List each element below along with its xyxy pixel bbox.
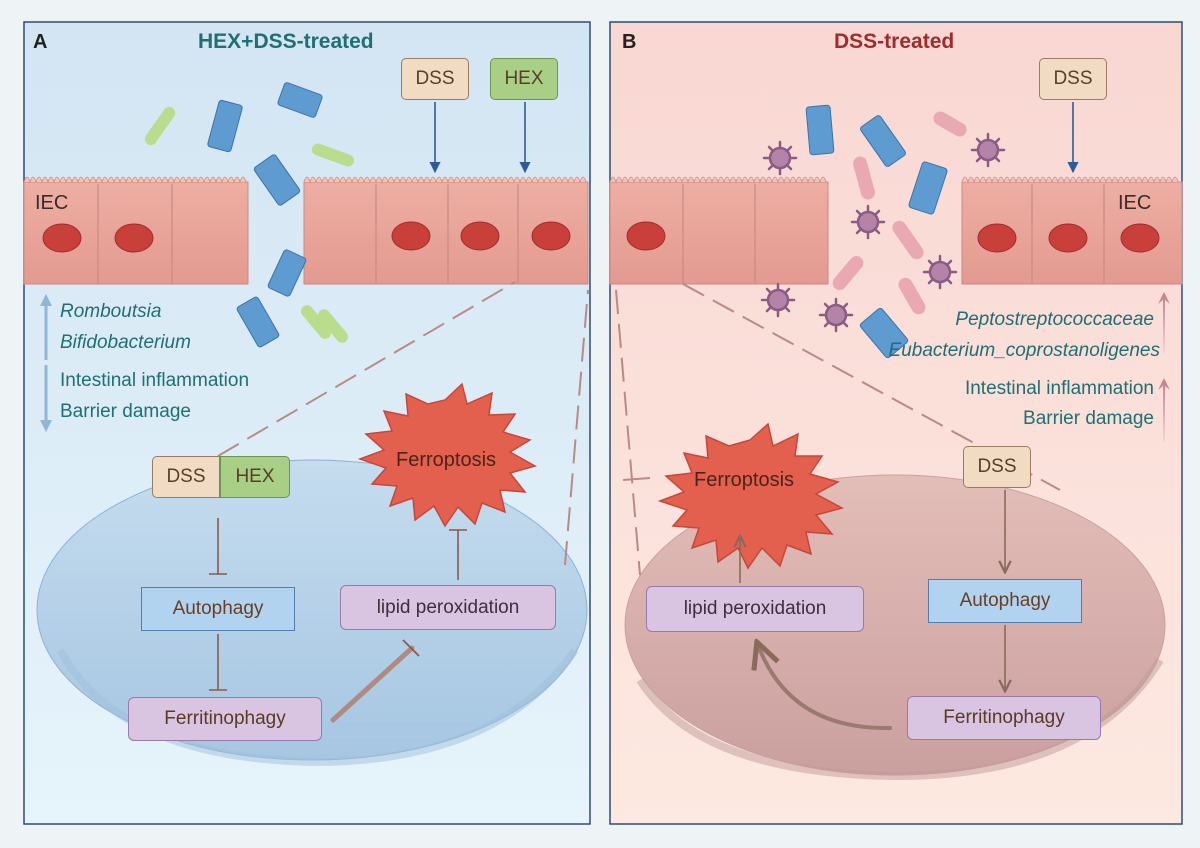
panel-b-top-dss-box: DSS [1039,58,1107,100]
panel-b-autophagy-box: Autophagy [928,579,1082,623]
panel-b-ferroptosis-burst [657,422,845,570]
panel-a-bacteria [144,82,355,348]
panel-b-ferritinophagy-box: Ferritinophagy [907,696,1101,740]
panel-b-effect-2: Barrier damage [1023,408,1154,429]
panel-b-letter: B [622,31,637,53]
panel-b-bacteria-up-arrow [1158,292,1170,354]
panel-a-ferroptosis-label: Ferroptosis [396,449,497,471]
panel-b-epithelium-left [609,176,829,285]
panel-a-lipid-box: lipid peroxidation [340,585,556,630]
panel-a-cell-shadow [56,647,579,767]
panel-a-letter: A [33,31,48,53]
panel-b-zoom-tick [622,477,651,481]
panel-b-effect-1: Intestinal inflammation [964,378,1154,399]
panel-b-epithelium-right [961,176,1183,285]
panel-b-ferritinophagy-to-lipid-arrow [758,645,892,731]
panel-a-effect-2: Barrier damage [60,401,191,422]
panel-b-iec-label: IEC [1118,192,1152,214]
panel-a-bacterium-2: Bifidobacterium [60,332,191,353]
panel-a-title: HEX+DSS-treated [198,30,374,53]
panel-a-bacterium-1: Romboutsia [60,301,162,322]
panel-a-effect-1: Intestinal inflammation [60,370,250,391]
panel-a-iec-label: IEC [35,192,69,214]
panel-a-cell-hex-box: HEX [220,456,290,498]
panel-a-inhibitions [209,518,467,691]
panel-b-zoom-line-2 [615,289,641,576]
panel-a-bacteria-up-arrow [40,294,52,360]
panel-a-epithelium-right [303,176,589,285]
panel-b-lipid-box: lipid peroxidation [646,586,864,632]
panel-b-bacteria [805,104,967,359]
panel-a-autophagy-box: Autophagy [141,587,295,631]
panel-a-ferroptosis-burst [357,382,537,528]
panel-a-epithelium-left [23,176,249,285]
panel-a-effects-down-arrow [40,365,52,432]
panel-b-bacterium-2: Eubacterium_coprostanoligenes [888,340,1160,361]
panel-a-top-hex-box: HEX [490,58,558,100]
panel-a-ferritinophagy-box: Ferritinophagy [128,697,322,741]
panel-a-zoom-line-1 [217,281,516,457]
panel-b-title: DSS-treated [834,30,955,53]
panel-b-bacterium-1: Peptostreptococcaceae [955,309,1154,330]
panel-b-ferroptosis-label: Ferroptosis [694,469,795,491]
panel-b-cell-shadow [636,657,1164,781]
panel-b-cell-dss-box: DSS [963,446,1031,488]
panel-a-cell-dss-box: DSS [152,456,220,498]
panel-b-spiky-microbes [760,132,1006,333]
panel-a-ferritinophagy-inhibit-bar [402,639,420,657]
panel-b-effects-up-arrow [1158,378,1170,442]
panel-a-zoom-line-2 [564,289,589,566]
panel-a-ferritinophagy-inhibit [330,645,415,723]
panel-a-top-dss-box: DSS [401,58,469,100]
